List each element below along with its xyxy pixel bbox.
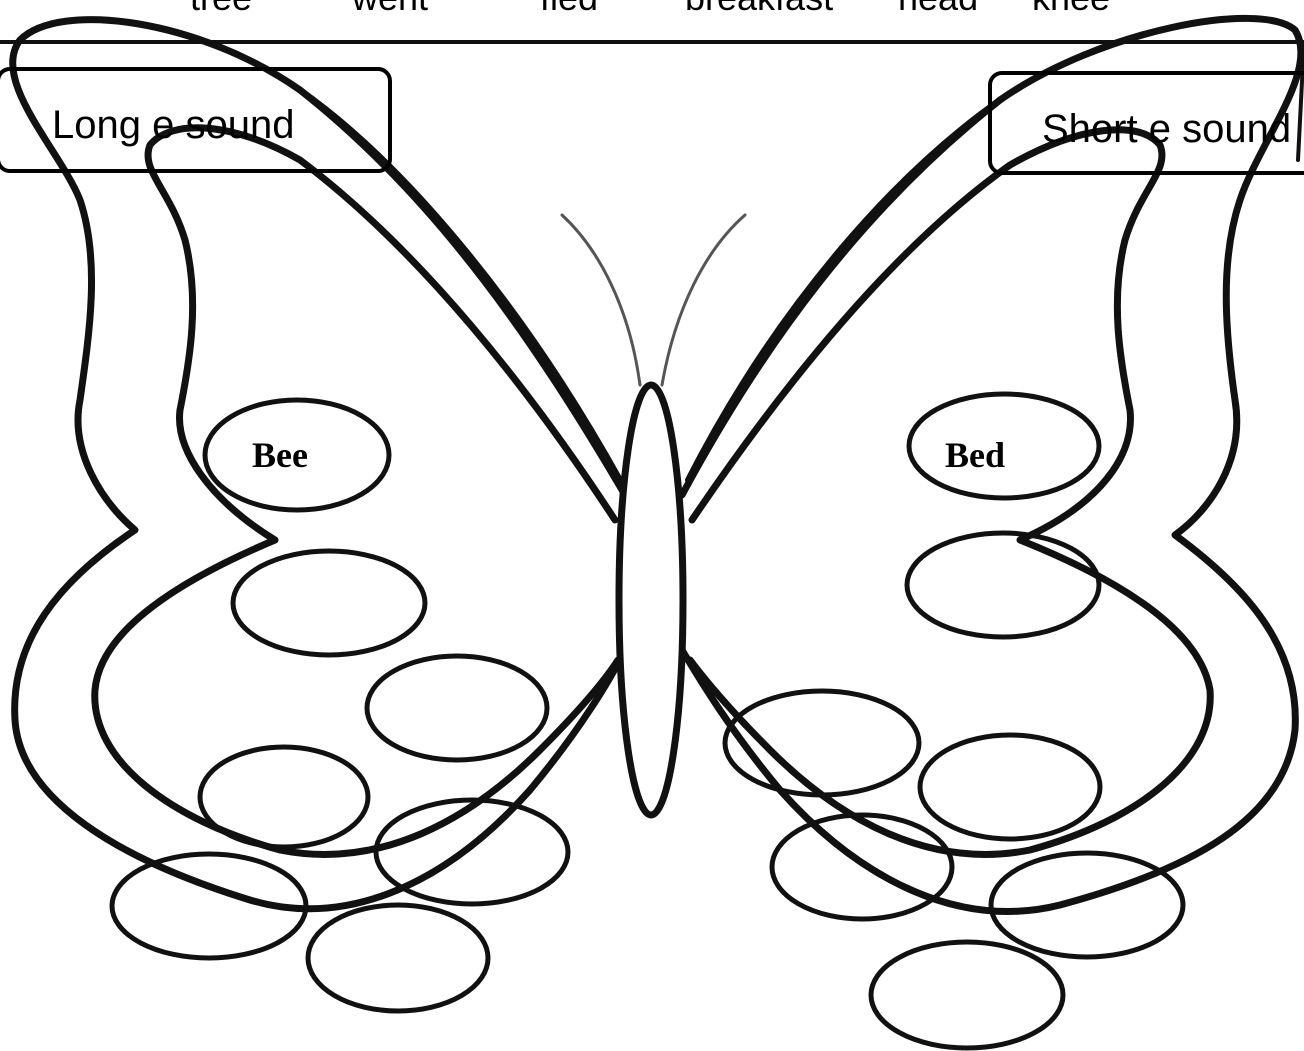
word-bank-item: knee [1032, 0, 1110, 18]
short-e-oval-3 [722, 688, 922, 798]
long-e-oval-3 [364, 653, 550, 763]
long-e-oval-6 [109, 851, 309, 961]
butterfly-body [615, 381, 687, 819]
long-e-oval-2 [230, 548, 428, 658]
word-bank-item: fled [540, 0, 598, 18]
short-e-oval-4 [917, 732, 1103, 842]
word-bank-item: went [352, 0, 428, 18]
long-e-oval-7 [305, 902, 491, 1014]
short-e-label-box: Short e sound [988, 71, 1304, 175]
word-bank-item: tree [190, 0, 252, 18]
short-e-oval-2 [904, 530, 1102, 640]
long-e-example: Bee [252, 435, 308, 475]
long-e-oval-5 [373, 797, 571, 907]
short-e-oval-7 [868, 939, 1066, 1051]
long-e-oval-4 [197, 744, 371, 850]
word-bank-item: breakfast [685, 0, 833, 18]
long-e-label: Long e sound [52, 103, 295, 147]
short-e-oval-1 [906, 391, 1102, 501]
short-e-oval-5 [769, 812, 955, 922]
left-wing-inner [91, 124, 622, 858]
short-e-oval-6 [988, 850, 1186, 960]
short-e-example: Bed [945, 435, 1006, 475]
short-e-label: Short e sound [1042, 107, 1292, 151]
long-e-label-box: Long e sound [0, 67, 392, 173]
left-wing-outer [9, 16, 629, 913]
word-bank-item: head [898, 0, 978, 18]
right-antenna [660, 213, 747, 387]
right-wing-inner [686, 126, 1214, 858]
left-antenna [560, 213, 642, 387]
long-e-oval-1 [202, 397, 392, 513]
